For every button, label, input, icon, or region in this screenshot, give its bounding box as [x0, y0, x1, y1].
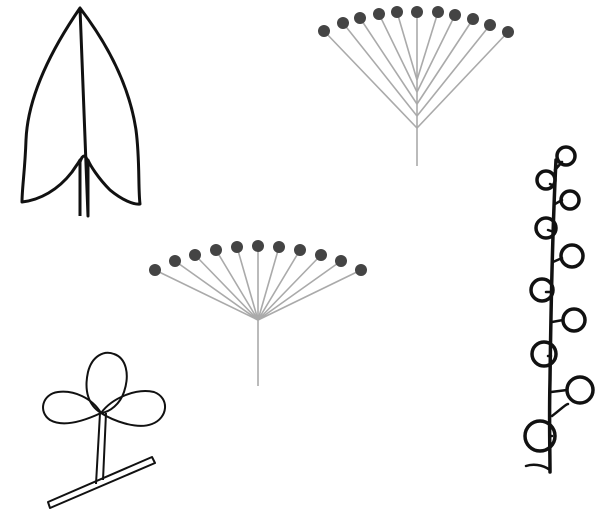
- cyme-bud: [563, 309, 585, 331]
- corymb-flower: [391, 6, 403, 18]
- umbel-flower: [294, 244, 306, 256]
- cyme-bud: [561, 191, 579, 209]
- umbel-flower: [315, 249, 327, 261]
- scorpioid-cyme: [525, 147, 593, 472]
- corymb-flower: [373, 8, 385, 20]
- umbel-flower: [149, 264, 161, 276]
- corymb-flower: [467, 13, 479, 25]
- trifoliate-left-leaflet: [43, 392, 101, 424]
- umbel-flower: [252, 240, 264, 252]
- trifoliate-branch: [48, 457, 155, 508]
- cyme-bud: [532, 342, 556, 366]
- corymb-inflorescence: [318, 6, 514, 166]
- corymb-pedicel: [417, 32, 508, 128]
- corymb-pedicel: [417, 15, 455, 92]
- umbel-flower: [189, 249, 201, 261]
- trifoliate-leaf: [43, 353, 165, 508]
- umbel-flower: [335, 255, 347, 267]
- corymb-stems: [324, 12, 508, 166]
- umbel-pedicel: [258, 261, 341, 320]
- corymb-flower: [337, 17, 349, 29]
- umbel-inflorescence: [149, 240, 367, 386]
- umbel-flower: [231, 241, 243, 253]
- cyme-bud: [561, 245, 583, 267]
- corymb-flower: [449, 9, 461, 21]
- corymb-flower: [318, 25, 330, 37]
- sagittate-leaf: [22, 8, 140, 216]
- corymb-flower: [411, 6, 423, 18]
- cyme-bud: [567, 377, 593, 403]
- corymb-pedicel: [417, 19, 473, 104]
- trifoliate-petiole: [96, 413, 106, 484]
- corymb-flowers: [318, 6, 514, 38]
- umbel-stems: [155, 246, 361, 386]
- umbel-flower: [355, 264, 367, 276]
- cyme-bud: [557, 147, 575, 165]
- corymb-flower: [432, 6, 444, 18]
- corymb-flower: [502, 26, 514, 38]
- cyme-bud: [531, 279, 553, 301]
- corymb-pedicel: [360, 18, 417, 104]
- sagittate-leaf-petiole: [80, 156, 88, 216]
- corymb-pedicel: [379, 14, 417, 92]
- umbel-flower: [210, 244, 222, 256]
- corymb-flower: [484, 19, 496, 31]
- umbel-flower: [273, 241, 285, 253]
- corymb-flower: [354, 12, 366, 24]
- umbel-flower: [169, 255, 181, 267]
- corymb-pedicel: [324, 31, 417, 128]
- umbel-pedicel: [175, 261, 258, 320]
